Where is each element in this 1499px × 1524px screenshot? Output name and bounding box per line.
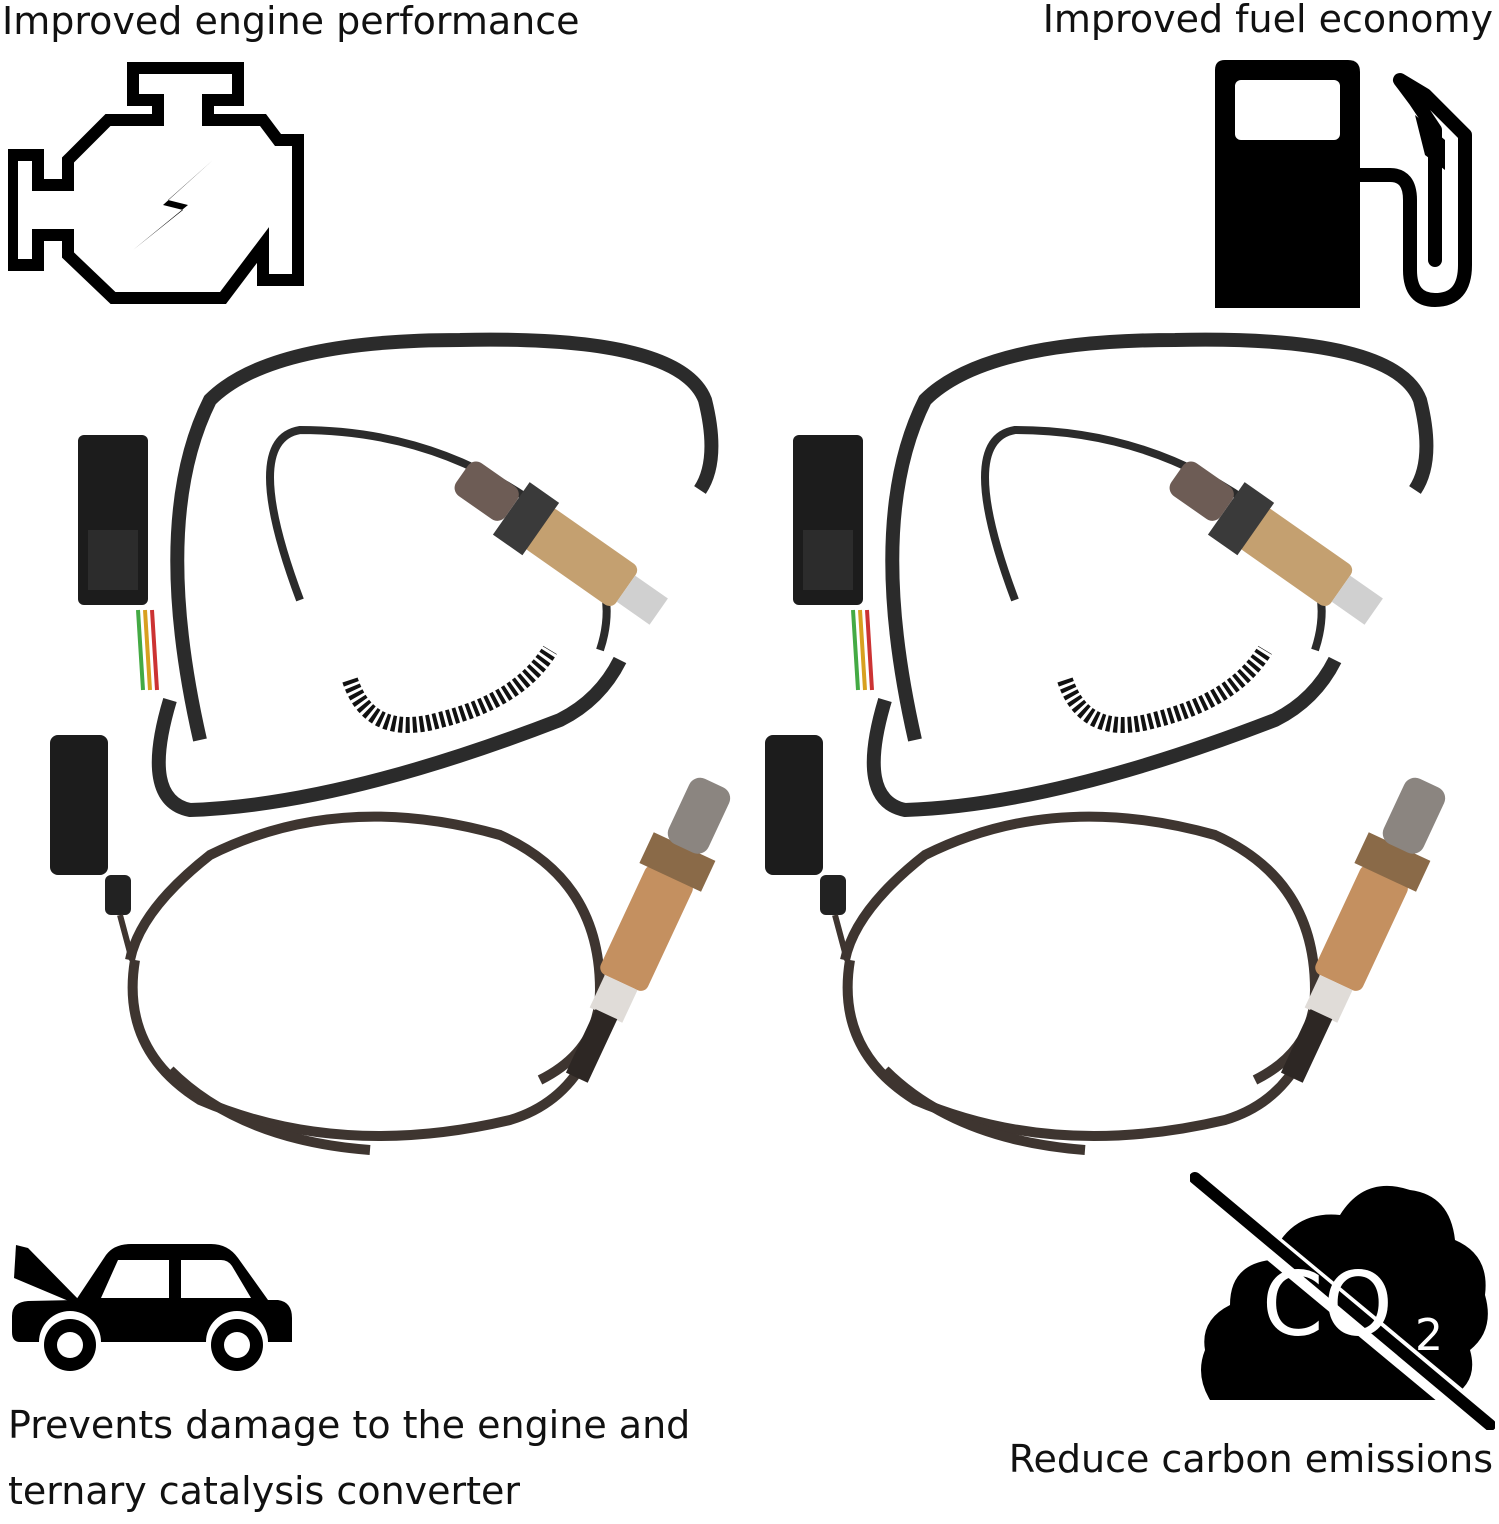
wideband-sensor-left xyxy=(78,332,719,818)
co2-label: CO xyxy=(1262,1253,1393,1356)
downstream-sensor-left xyxy=(50,735,731,1155)
wideband-sensor-right xyxy=(793,332,1434,818)
co2-subscript: 2 xyxy=(1415,1310,1443,1361)
co2-cloud-crossed-icon: CO 2 xyxy=(1190,1172,1495,1430)
car-hood-open-icon xyxy=(12,1244,292,1371)
downstream-sensor-right xyxy=(765,735,1446,1155)
caption-engine-performance: Improved engine performance xyxy=(2,0,580,43)
fuel-pump-icon xyxy=(1215,60,1472,308)
engine-icon xyxy=(8,62,304,304)
caption-fuel-economy: Improved fuel economy xyxy=(1042,0,1493,41)
caption-prevents-damage: Prevents damage to the engine and ternar… xyxy=(8,1403,691,1513)
caption-carbon-emissions: Reduce carbon emissions xyxy=(1008,1437,1493,1481)
